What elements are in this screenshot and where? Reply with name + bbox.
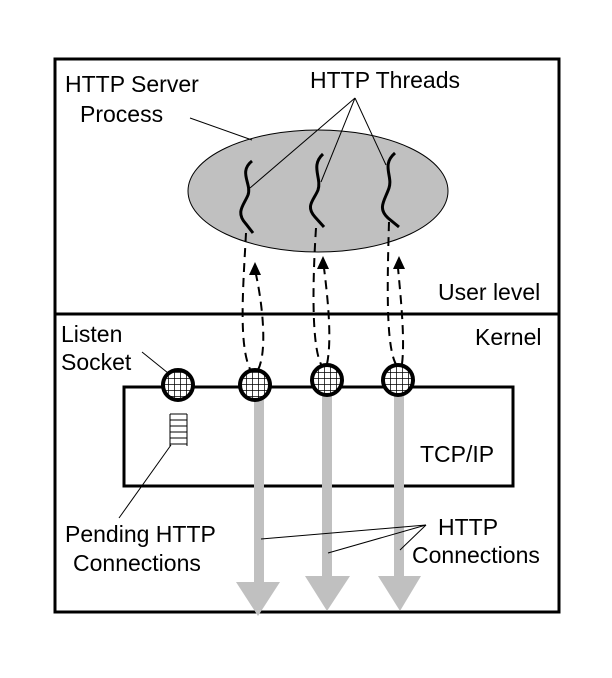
connection-shaft-1 — [254, 398, 264, 586]
arrowhead-up-3 — [393, 256, 405, 269]
arrowhead-up-1 — [249, 262, 261, 275]
connections-leader-3 — [399, 524, 427, 551]
pending-label-line2: Connections — [73, 550, 201, 576]
connections-label-line1: HTTP — [438, 514, 498, 540]
listen-socket-label-line2: Socket — [61, 349, 132, 375]
dashed-loop-2 — [312, 227, 331, 367]
server-process-label-line2: Process — [80, 101, 163, 127]
connection-socket-1-icon — [238, 368, 272, 402]
arrowhead-up-2 — [317, 256, 329, 269]
connection-arrowhead-1 — [236, 582, 280, 616]
outer-frame — [53, 57, 561, 614]
connection-socket-3-icon — [381, 363, 415, 397]
listen-socket-label-line1: Listen — [61, 321, 122, 347]
connection-arrowhead-2 — [305, 576, 350, 611]
connections-label-line2: Connections — [412, 542, 540, 568]
connection-socket-2-icon — [310, 363, 344, 397]
server-process-label-line1: HTTP Server — [65, 71, 199, 97]
connection-arrowhead-3 — [378, 576, 421, 611]
thread-1-icon — [239, 159, 255, 234]
connections-leader-2 — [327, 524, 427, 554]
connection-shaft-3 — [394, 395, 404, 577]
thread-3-icon — [380, 151, 400, 229]
threads-label: HTTP Threads — [310, 67, 460, 93]
threads-leader-1 — [249, 97, 356, 189]
connections-leader-1 — [260, 524, 427, 540]
connection-shaft-2 — [322, 395, 332, 577]
listen-socket-leader — [141, 351, 169, 374]
thread-2-icon — [309, 152, 326, 229]
user-level-label: User level — [438, 279, 540, 305]
listen-socket-icon — [161, 368, 195, 402]
dashed-loop-3 — [386, 221, 405, 367]
tcpip-box — [122, 385, 515, 488]
threads-leader-2 — [320, 97, 356, 183]
pending-queue-icon — [169, 413, 188, 446]
pending-label-line1: Pending HTTP — [65, 521, 216, 547]
server-process-leader — [189, 117, 253, 141]
dashed-loop-1 — [241, 232, 265, 374]
tcpip-label: TCP/IP — [420, 441, 494, 467]
kernel-label: Kernel — [475, 324, 541, 350]
threads-leader-3 — [354, 97, 387, 166]
pending-leader — [118, 444, 172, 519]
